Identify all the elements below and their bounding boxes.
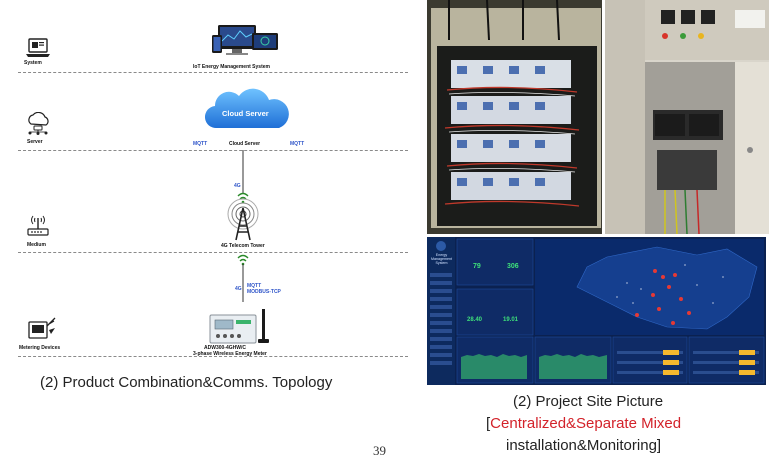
site-photo-cabinet-meters <box>427 0 602 234</box>
caption-topology: (2) Product Combination&Comms. Topology <box>40 374 333 391</box>
separator <box>18 72 408 73</box>
computer-monitors-icon <box>212 25 278 55</box>
node-label-cloud-server: Cloud Server <box>229 141 261 147</box>
dashboard-stat-3: 28.40 <box>467 317 483 323</box>
level-label-metering: Metering Devices <box>19 345 61 351</box>
uplink-signal <box>237 150 249 204</box>
cloud-text: Cloud Server <box>222 109 269 118</box>
dashboard-screenshot: Energy Management System 79 306 28.40 19… <box>427 237 766 385</box>
separator <box>18 356 408 357</box>
link-4g-upper: 4G <box>234 183 241 189</box>
meter-icon <box>28 317 56 339</box>
mqtt-right-label: MQTT <box>290 141 305 147</box>
level-label-server: Server <box>27 139 43 145</box>
mqtt-left-label: MQTT <box>193 141 208 147</box>
level-label-medium: Medium <box>27 242 46 248</box>
node-label-iot-system: IoT Energy Management System <box>193 64 270 70</box>
node-label-tower: 4G Telecom Tower <box>221 243 265 249</box>
meter-model: ADW300-4GHW/C <box>204 345 246 351</box>
laptop-icon <box>26 38 50 57</box>
dashboard-stat-2: 306 <box>507 263 519 270</box>
page-number: 39 <box>373 443 386 458</box>
separator <box>18 150 408 151</box>
caption-site-line3: installation&Monitoring] <box>506 437 662 454</box>
separator <box>18 252 408 253</box>
level-label-system: System <box>24 60 42 66</box>
server-cloud-icon <box>28 112 49 135</box>
downlink-signal <box>237 254 249 302</box>
link-4g-lower: 4G <box>235 286 242 292</box>
cloud-server-graphic <box>205 88 289 129</box>
dashboard-stat-4: 19.01 <box>503 317 519 323</box>
meter-description: 3-phase Wireless Energy Meter <box>193 351 267 357</box>
site-photo-distribution-panel <box>605 0 769 234</box>
caption-site-line2: [Centralized&Separate Mixed <box>486 415 682 432</box>
energy-meter-device <box>209 309 269 344</box>
telecom-tower-icon <box>227 198 259 241</box>
router-icon <box>27 215 49 236</box>
dashboard-title: Energy Management System <box>431 253 452 265</box>
caption-site-line1: (2) Project Site Picture <box>513 393 664 410</box>
protocol-labels: MQTT MODBUS-TCP <box>247 283 281 295</box>
dashboard-stat-1: 79 <box>473 263 481 270</box>
